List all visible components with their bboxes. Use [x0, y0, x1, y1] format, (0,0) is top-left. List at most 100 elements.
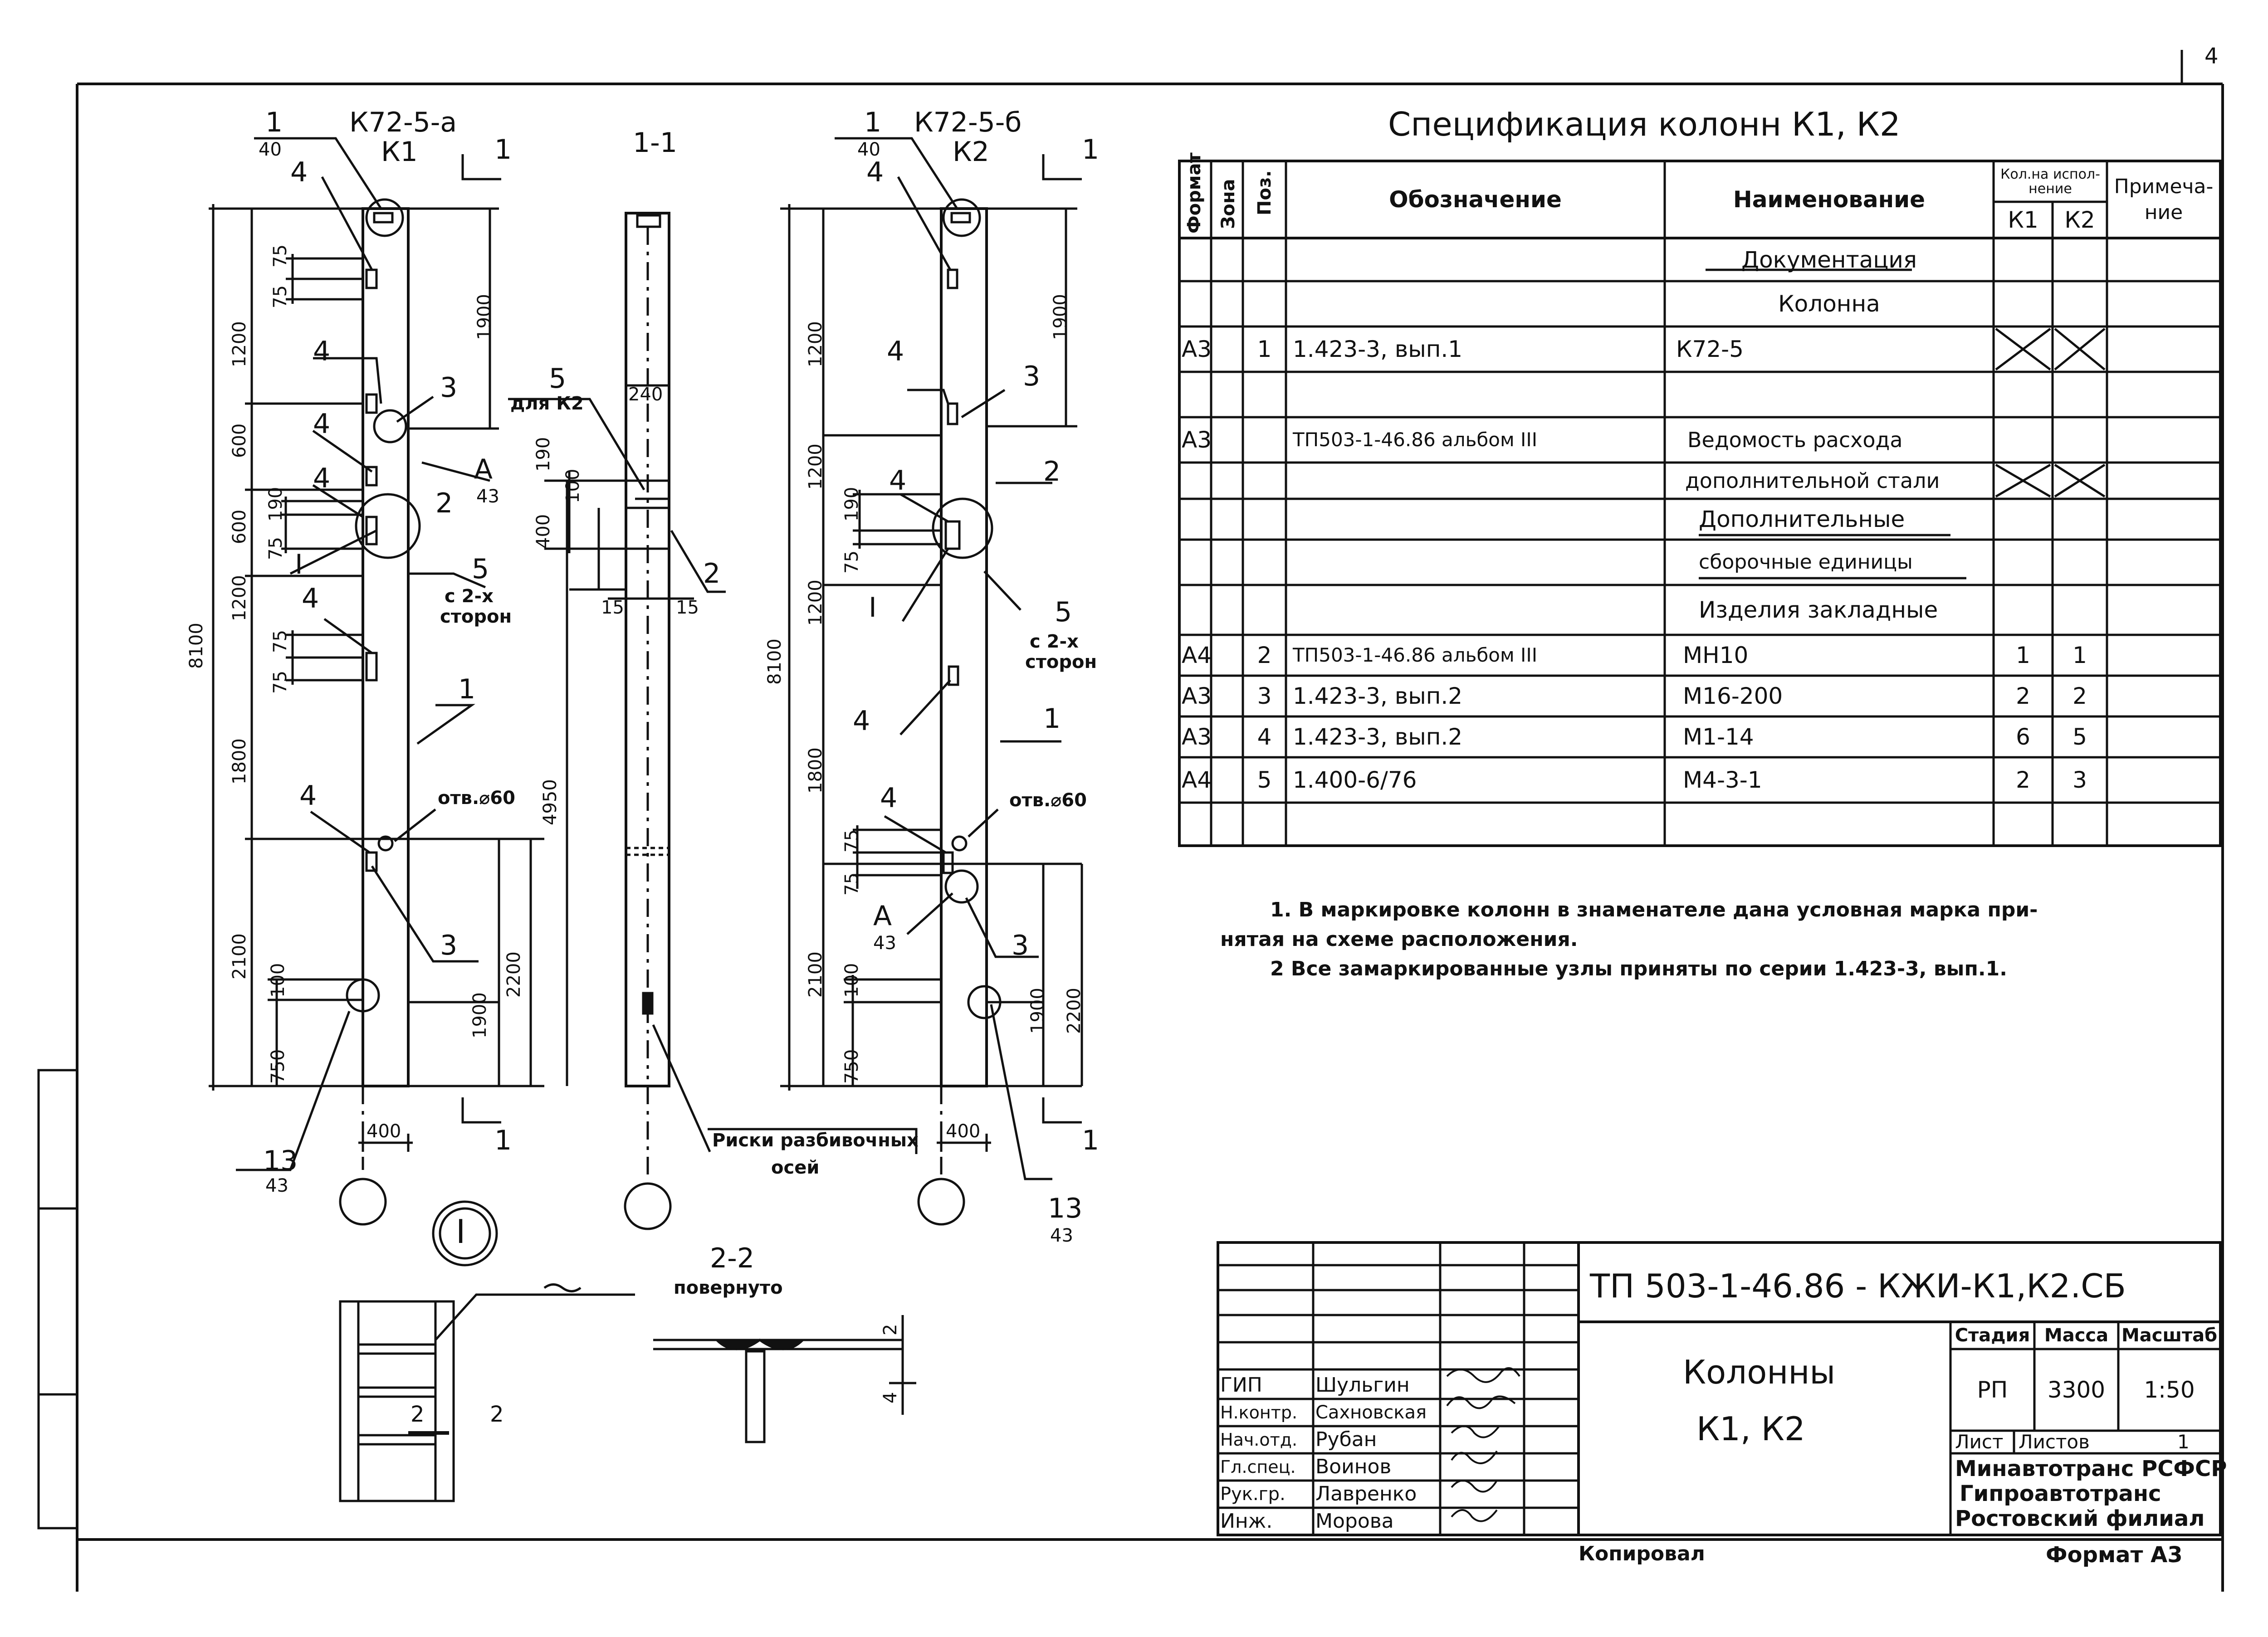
spec-row-k1: 2: [2016, 683, 2030, 709]
k1-dim-2100: 2100: [229, 933, 250, 979]
drawing-name-2: К1, К2: [1696, 1410, 1805, 1448]
k2-dim-1200a: 1200: [805, 321, 826, 367]
k1-label-4d: 4: [313, 463, 331, 494]
k1-dim-1200a: 1200: [229, 321, 250, 367]
node-2-label-b: 2: [490, 1402, 504, 1427]
role-gip: ГИП: [1220, 1374, 1262, 1397]
k1-dim-750: 750: [268, 1049, 288, 1084]
role-nachotd: Нач.отд.: [1220, 1430, 1298, 1450]
stage-value: РП: [1977, 1377, 2008, 1403]
spec-row-k2: 1: [2072, 642, 2087, 668]
spec-row-name: Изделия закладные: [1699, 597, 1938, 623]
name-rukgr: Лавренко: [1315, 1482, 1417, 1505]
spec-row-name: М1-14: [1683, 724, 1754, 750]
k2-roman-I: I: [869, 592, 877, 624]
spec-row-pos: 2: [1257, 642, 1272, 668]
note-2: 2 Все замаркированные узлы приняты по се…: [1270, 957, 2007, 980]
k1-dim-1900a: 1900: [474, 294, 495, 340]
k2-pos-sub: 40: [857, 139, 880, 160]
k2-dim-2200: 2200: [1064, 988, 1085, 1034]
spec-row-designation: 1.423-3, вып.1: [1293, 336, 1463, 362]
scale-label: Масштаб: [2121, 1325, 2218, 1346]
k1-label-a: А: [474, 453, 493, 485]
k1-label-3b: 3: [440, 930, 458, 961]
spec-row-designation: 1.400-6/76: [1293, 767, 1417, 793]
name-nkontr: Сахновская: [1315, 1402, 1427, 1423]
k2-label-4b: 4: [887, 336, 904, 367]
k1-label-3a: 3: [440, 372, 458, 404]
column-k1-elevation: [209, 137, 544, 1226]
k2-sides: сторон: [1025, 652, 1097, 672]
k2-dim-1200c: 1200: [805, 580, 826, 626]
spec-header-name: Наименование: [1733, 186, 1926, 213]
k1-dim-600a: 600: [229, 423, 250, 458]
name-inzh: Морова: [1315, 1510, 1394, 1533]
scale-value: 1:50: [2144, 1377, 2195, 1403]
k1-dim-1900b: 1900: [469, 992, 490, 1038]
k1-pos-sub: 40: [259, 139, 282, 160]
k1-dim-75e: 75: [270, 671, 291, 694]
org-line-3: Ростовский филиал: [1955, 1506, 2205, 1531]
spec-table-grid: [1178, 160, 2222, 847]
name-nachotd: Рубан: [1315, 1428, 1377, 1451]
spec-row-designation: ТП503-1-46.86 альбом III: [1293, 429, 1538, 451]
spec-row-name: сборочные единицы: [1699, 551, 1913, 574]
k1-pos-label: 1: [265, 107, 283, 138]
section-2-2: [653, 1315, 916, 1443]
spec-header-pos: Поз.: [1254, 170, 1275, 215]
spec-row-pos: 1: [1257, 336, 1272, 362]
name-gip: Шульгин: [1315, 1374, 1410, 1397]
k2-label-5: 5: [1055, 596, 1072, 628]
spec-header-k2: К2: [2064, 207, 2095, 233]
spec-row-pos: 5: [1257, 767, 1272, 793]
k1-dim-1200b: 1200: [229, 575, 250, 621]
role-glspec: Гл.спец.: [1220, 1457, 1296, 1477]
page-number: 4: [2204, 44, 2219, 69]
k1-mark: К72-5-а: [349, 107, 457, 138]
k1-dim-190: 190: [265, 487, 286, 521]
spec-row-name: М16-200: [1683, 683, 1783, 709]
dim-240: 240: [628, 384, 663, 405]
spec-title: Спецификация колонн К1, К2: [1388, 105, 1901, 143]
axes-marks: Риски разбивочных: [712, 1130, 919, 1151]
spec-row-format: А4: [1182, 642, 1212, 668]
k2-label-3b: 3: [1012, 930, 1029, 961]
node-I-marker: I: [456, 1213, 466, 1251]
k2-dim-190: 190: [841, 487, 862, 521]
k1-label-13: 13: [263, 1145, 298, 1177]
k2-label-13: 13: [1048, 1193, 1083, 1224]
k2-dim-750: 750: [841, 1049, 862, 1084]
k2-section-mark-bottom: 1: [1082, 1125, 1100, 1156]
spec-row-format: А3: [1182, 724, 1212, 750]
sheet-label: Лист: [1955, 1431, 2004, 1453]
spec-row-name: дополнительной стали: [1685, 468, 1940, 493]
k1-dim-600b: 600: [229, 509, 250, 544]
k1-dim-75d: 75: [270, 630, 291, 653]
spec-header-k1: К1: [2008, 207, 2038, 233]
k1-label-4e: 4: [302, 583, 319, 614]
k2-section-mark: 1: [1082, 134, 1100, 166]
spec-row-designation: 1.423-3, вып.2: [1293, 724, 1463, 750]
spec-header-note: Примеча- ние: [2114, 175, 2214, 224]
spec-row-k1: 1: [2016, 642, 2030, 668]
dim-15b: 15: [676, 597, 699, 618]
k1-dim-8100: 8100: [186, 623, 207, 669]
dim-400-s: 400: [533, 514, 554, 549]
k2-label-1: 1: [1043, 703, 1061, 735]
k2-dim-1800: 1800: [805, 747, 826, 794]
k1-dim-100: 100: [268, 963, 288, 998]
dim-100-s: 100: [562, 468, 583, 503]
k1-label-a-sub: 43: [476, 486, 499, 507]
k1-roman-I: I: [295, 549, 303, 580]
note-1-cont: нятая на схеме расположения.: [1220, 928, 1578, 951]
drawing-code: ТП 503-1-46.86 - КЖИ-К1,К2.СБ: [1590, 1267, 2126, 1305]
spec-row-k2: 3: [2072, 767, 2087, 793]
k1-dim-75b: 75: [270, 285, 291, 308]
sheets-value: 1: [2177, 1431, 2190, 1453]
name-glspec: Воинов: [1315, 1455, 1392, 1478]
section-label-5: 5: [549, 363, 567, 395]
spec-row-format: А3: [1182, 336, 1212, 362]
k2-label-4d: 4: [853, 705, 870, 737]
spec-row-format: А3: [1182, 427, 1212, 453]
